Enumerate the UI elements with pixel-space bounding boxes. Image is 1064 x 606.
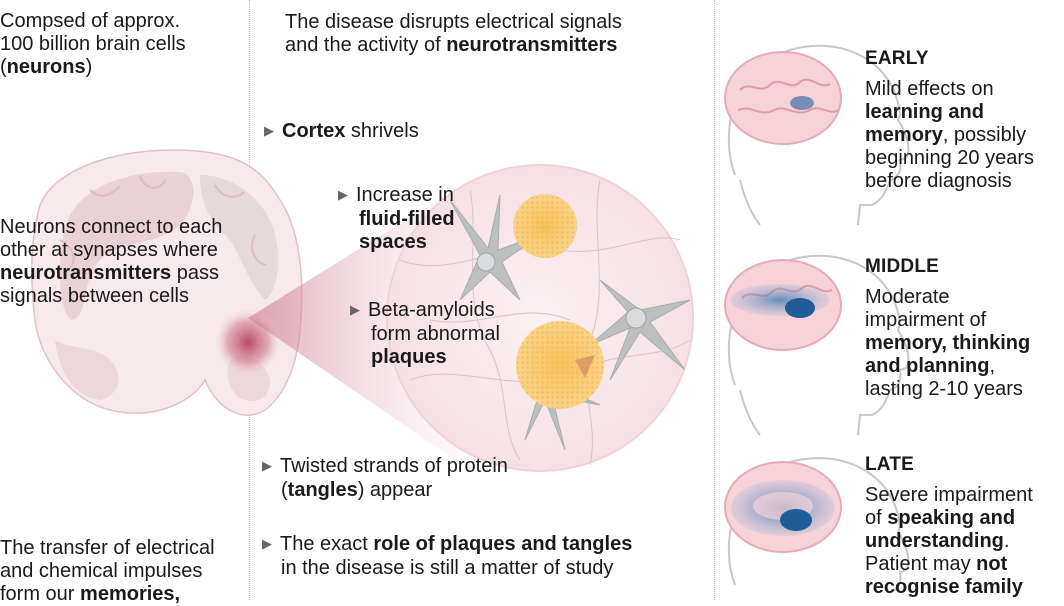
- tangles-bullet: ▶Twisted strands of protein (tangles) ap…: [262, 455, 508, 501]
- fluid-bullet: ▶Increase in fluid-filled spaces: [338, 184, 455, 253]
- beta-amyloid-bullet: ▶Beta-amyloids form abnormal plaques: [350, 299, 500, 368]
- bullet-arrow-icon: ▶: [262, 458, 272, 473]
- bullet-arrow-icon: ▶: [264, 123, 274, 138]
- magnified-view: [386, 164, 694, 472]
- head-late: [724, 457, 910, 593]
- bullet-arrow-icon: ▶: [350, 302, 360, 317]
- bullet-arrow-icon: ▶: [262, 536, 272, 551]
- cortex-bullet: ▶Cortex shrivels: [264, 120, 419, 142]
- role-bullet: ▶The exact role of plaques and tangles i…: [262, 533, 633, 579]
- disruption-intro: The disease disrupts electrical signals …: [285, 11, 622, 56]
- memories-text: The transfer of electrical and chemical …: [0, 537, 215, 605]
- stage-text-late: Severe impairment of speaking and unders…: [865, 484, 1033, 598]
- neurons-text: Compsed of approx. 100 billion brain cel…: [0, 10, 186, 78]
- column-divider-right: [714, 0, 715, 600]
- affected-region: [214, 308, 282, 376]
- brain-grey-matter: [59, 171, 194, 320]
- stage-title-late: LATE: [865, 454, 914, 475]
- bullet-arrow-icon: ▶: [338, 187, 348, 202]
- synapses-text: Neurons connect to each other at synapse…: [0, 216, 223, 307]
- stage-title-early: EARLY: [865, 48, 929, 69]
- stage-text-middle: Moderate impairment of memory, thinking …: [865, 286, 1031, 400]
- head-middle: [724, 254, 910, 436]
- brain-grey-matter: [200, 175, 279, 300]
- stage-title-middle: MIDDLE: [865, 256, 940, 277]
- stage-text-early: Mild effects on learning and memory, pos…: [865, 78, 1035, 192]
- brain-fold: [59, 175, 267, 269]
- brain-grey-matter: [55, 340, 119, 400]
- head-early: [724, 44, 910, 226]
